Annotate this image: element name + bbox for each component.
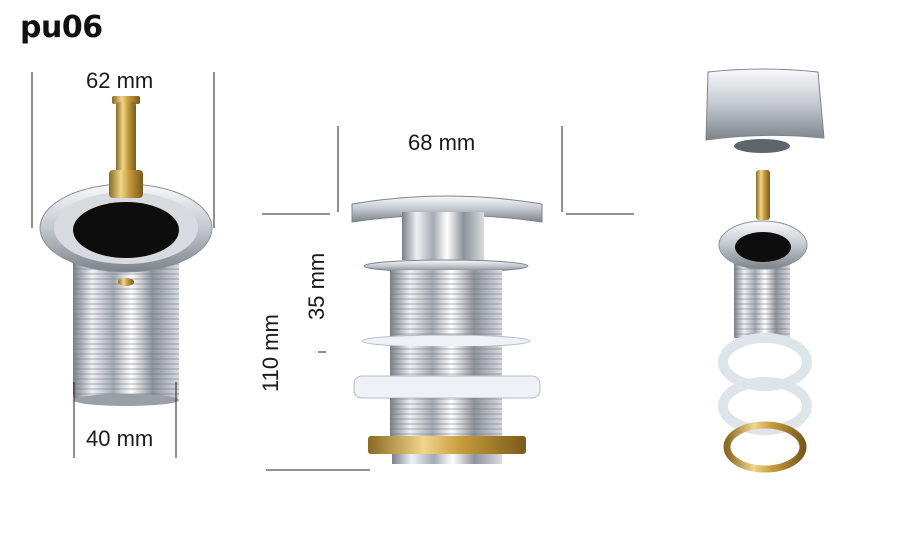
middle-thick-gasket [353, 375, 541, 399]
right-brass-ring [723, 421, 807, 473]
right-cap [705, 68, 825, 141]
left-brass-stem [116, 102, 136, 174]
middle-upper-thread [390, 270, 502, 336]
left-waste-assembly [39, 96, 213, 406]
middle-cap [351, 195, 543, 223]
dimension-label-68mm: 68 mm [408, 130, 476, 155]
middle-waste-assembly [351, 195, 543, 464]
right-washer-2 [718, 377, 812, 435]
dimension-label-110mm: 110 mm [258, 314, 283, 392]
right-brass-stem [756, 170, 770, 220]
middle-thin-washer [361, 334, 531, 348]
middle-brass-nut [368, 436, 526, 454]
dimension-label-62mm: 62 mm [86, 68, 154, 93]
middle-neck [402, 212, 484, 260]
left-opening [73, 202, 179, 258]
dimension-lines [31, 72, 634, 471]
dimension-label-35mm: 35 mm [304, 252, 329, 320]
product-code: pu06 [20, 10, 103, 45]
right-exploded-assembly [705, 68, 825, 473]
dimension-label-40mm: 40 mm [86, 426, 154, 451]
